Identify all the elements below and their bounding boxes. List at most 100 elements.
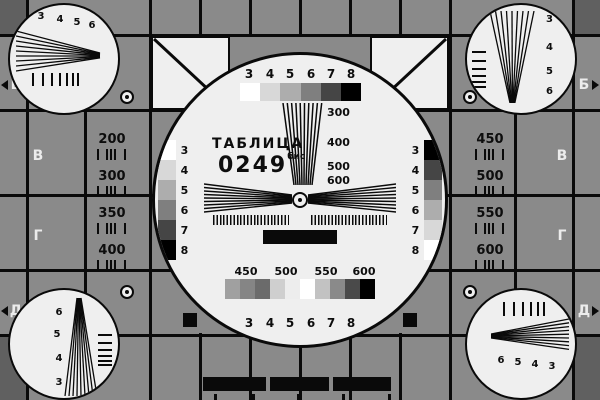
resolution-number: 6 <box>88 20 96 31</box>
wedge-fan <box>491 318 570 351</box>
wedge-line <box>204 190 292 198</box>
grid-line-v <box>198 0 202 37</box>
wedge-line <box>309 103 319 185</box>
tick <box>124 260 126 271</box>
tick-marks <box>472 51 492 89</box>
tick <box>32 73 34 86</box>
tick-marks <box>98 334 114 370</box>
tick <box>114 186 116 197</box>
resolution-number: 3 <box>546 14 553 25</box>
grayscale-step <box>270 279 285 299</box>
wedge-line <box>303 103 306 185</box>
resolution-number: 4 <box>56 14 64 25</box>
tick <box>59 73 61 86</box>
wedge-line <box>204 201 292 210</box>
scale-number: 5 <box>180 184 189 197</box>
card-code-suffix: бис <box>287 152 306 162</box>
burst-label: 550 <box>314 265 338 278</box>
grid-line-v <box>348 0 352 37</box>
row-label: Д <box>577 303 591 319</box>
grayscale-step <box>225 279 240 299</box>
tick <box>492 260 494 271</box>
wedge-line <box>505 11 513 103</box>
row-label: Б <box>578 77 590 93</box>
cut-row-mark <box>252 394 255 400</box>
frequency-ticks <box>97 223 127 234</box>
grayscale-strip <box>240 83 362 101</box>
convergence-target-icon <box>463 285 477 299</box>
tick <box>110 260 112 271</box>
black-bar <box>203 377 266 391</box>
scale-number: 4 <box>265 316 275 330</box>
tick <box>530 302 532 316</box>
tick <box>110 186 112 197</box>
scale-number: 6 <box>180 204 189 217</box>
tick <box>42 73 44 86</box>
grayscale-step <box>330 279 345 299</box>
grid-line-v <box>398 333 402 400</box>
wedge-line <box>491 336 570 347</box>
tick <box>472 60 486 62</box>
wedge-line <box>514 11 535 103</box>
wedge-line <box>489 11 511 103</box>
grid-line-v <box>298 333 302 400</box>
grid-line-v <box>513 108 517 337</box>
tick <box>110 223 112 234</box>
row-label: В <box>556 148 568 164</box>
tick <box>502 223 504 234</box>
wedge-line <box>76 297 80 396</box>
grayscale-strip <box>424 140 442 260</box>
grayscale-step <box>300 83 321 101</box>
tick-marks <box>503 302 551 316</box>
frequency-value: 550 <box>476 206 504 221</box>
dark-cell <box>574 0 600 34</box>
tick <box>51 73 53 86</box>
tick <box>502 149 504 160</box>
frequency-ticks <box>475 223 505 234</box>
tick <box>97 260 99 271</box>
frequency-value: 200 <box>98 132 126 147</box>
wedge-line <box>204 200 292 206</box>
tick <box>522 302 524 316</box>
grayscale-step <box>315 279 330 299</box>
wedge-line <box>72 297 79 396</box>
grid-line-v <box>248 333 252 400</box>
target-dot <box>468 290 472 294</box>
grid-line-v <box>448 0 452 400</box>
wedge-line <box>512 11 519 103</box>
scale-number: 5 <box>285 67 295 81</box>
scale-number: 8 <box>180 244 189 257</box>
frequency-value: 450 <box>476 132 504 147</box>
card-title: ТАБЛИЦА <box>212 136 305 152</box>
wedge-line <box>308 201 396 210</box>
tick <box>484 149 486 160</box>
grid-line-v <box>571 0 575 400</box>
wedge-line <box>308 193 396 199</box>
card-code-row: 0249бис <box>218 152 348 178</box>
frequency-value: 400 <box>98 243 126 258</box>
cut-row-mark <box>342 394 345 400</box>
grayscale-step <box>158 220 176 240</box>
wedge-line <box>311 103 323 185</box>
cut-row-mark <box>214 394 217 400</box>
wedge-line <box>308 202 396 213</box>
resolution-number: 4 <box>531 359 539 370</box>
scale-number: 3 <box>411 144 420 157</box>
grid-line-v <box>248 0 252 37</box>
grayscale-step <box>158 140 176 160</box>
wedge-fan <box>64 297 98 396</box>
wedge-line <box>491 337 570 351</box>
wedge-fan <box>16 30 101 72</box>
wedge-label: 400 <box>327 136 350 149</box>
wedge-line <box>16 40 101 55</box>
horizontal-wedge <box>204 183 292 213</box>
convergence-target-icon <box>120 285 134 299</box>
scale-number: 7 <box>326 316 336 330</box>
wedge-line <box>204 186 292 197</box>
tick <box>488 223 490 234</box>
grayscale-step <box>424 220 442 240</box>
scale-number: 7 <box>411 224 420 237</box>
resolution-number: 5 <box>73 17 81 28</box>
